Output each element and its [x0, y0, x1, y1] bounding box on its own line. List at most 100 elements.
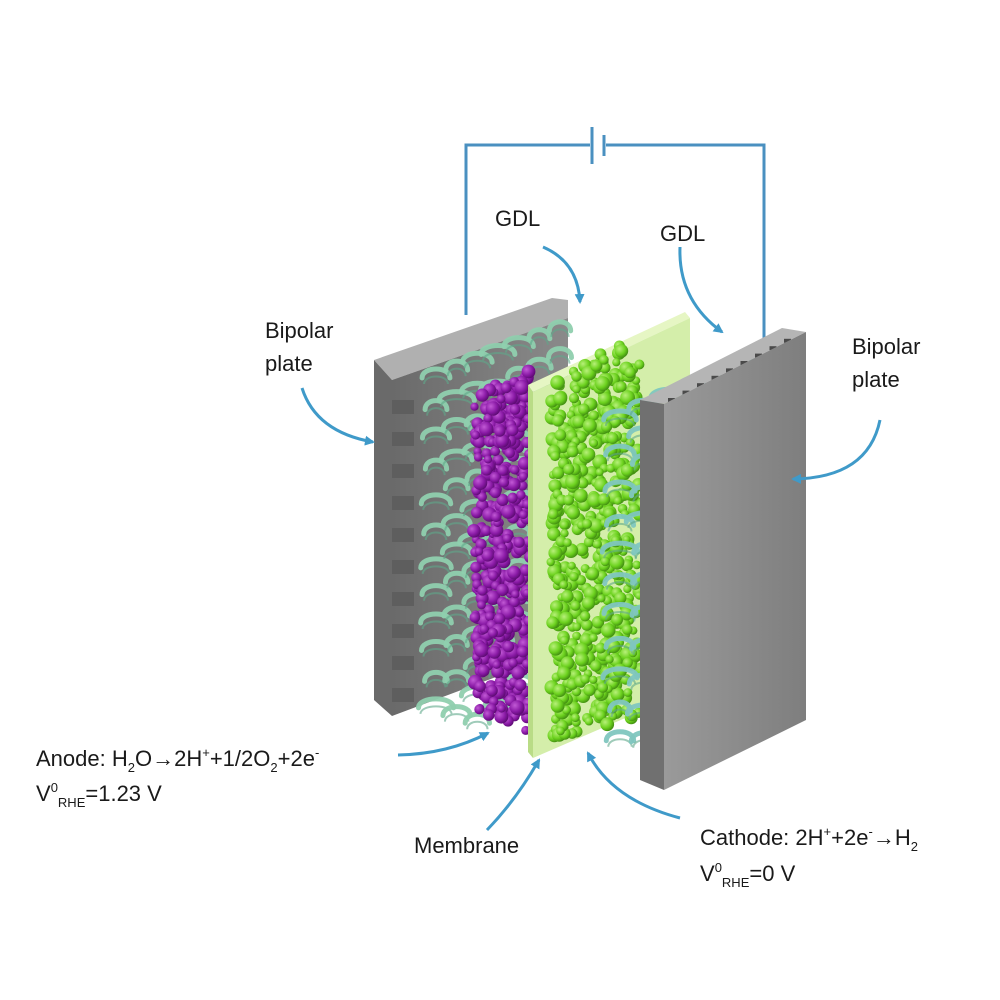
gdl-fiber-shadow	[444, 425, 470, 435]
catalyst-particle	[606, 432, 619, 445]
gdl-fiber-shadow	[447, 643, 467, 652]
catalyst-particle	[507, 492, 518, 504]
gdl-fiber	[441, 604, 472, 619]
catalyst-particle	[561, 590, 574, 603]
catalyst-particle	[550, 600, 564, 614]
gdl-fiber	[418, 556, 454, 571]
plate-channel	[392, 592, 414, 606]
gdl-fiber-shadow	[422, 501, 450, 511]
anode-equation: Anode: H2O→2H++1/2O2+2e-	[36, 745, 320, 775]
gdl-fiber-shadow	[446, 579, 467, 589]
catalyst-particle	[494, 425, 506, 437]
catalyst-particle	[622, 657, 633, 668]
catalyst-particle	[595, 376, 610, 392]
catalyst-particle	[559, 580, 569, 590]
catalyst-particle	[475, 388, 489, 402]
catalyst-particle	[560, 529, 569, 538]
catalyst-particle	[518, 472, 528, 481]
gdl-fiber	[440, 513, 473, 528]
catalyst-particle	[507, 565, 521, 580]
gdl-right-label: GDL	[660, 221, 706, 246]
catalyst-particle	[486, 684, 498, 697]
catalyst-particle	[496, 583, 509, 597]
catalyst-particle	[516, 645, 529, 658]
catalyst-particle	[483, 709, 495, 721]
catalyst-particle	[492, 660, 501, 669]
plate-channel-hole	[784, 338, 791, 343]
catalyst-particle	[556, 726, 565, 736]
catalyst-particle	[559, 520, 570, 530]
catalyst-particle	[609, 554, 625, 570]
catalyst-particle	[491, 665, 505, 679]
catalyst-particle	[579, 611, 591, 622]
cathode-equation: Cathode: 2H++2e-→H2	[700, 824, 918, 854]
catalyst-particle	[516, 490, 526, 500]
catalyst-particle	[632, 560, 642, 570]
gdl-fiber	[418, 492, 454, 507]
catalyst-particle	[467, 524, 481, 538]
gdl-fiber	[421, 522, 451, 537]
gdl-fiber-shadow	[550, 328, 570, 338]
catalyst-particle	[615, 381, 627, 393]
gdl-fiber-shadow	[424, 531, 448, 541]
catalyst-particle	[569, 572, 579, 582]
catalyst-particle	[551, 466, 565, 480]
catalyst-particle	[495, 434, 510, 448]
cathode-prefix: Cathode:	[700, 825, 790, 850]
catalyst-particle	[548, 479, 562, 493]
arrow-bipolar-left	[300, 387, 375, 446]
catalyst-particle	[493, 612, 506, 625]
catalyst-particle	[471, 506, 483, 519]
arrow-gdl-left	[542, 245, 585, 304]
gdl-fiber	[419, 366, 453, 381]
catalyst-particle	[611, 613, 623, 626]
catalyst-particle	[559, 611, 574, 626]
bipolar-plate-right-label: Bipolar plate	[852, 330, 920, 396]
plate-channel	[392, 464, 414, 478]
gdl-fiber-shadow	[423, 375, 449, 385]
catalyst-particle	[519, 510, 528, 520]
plate-channel	[392, 400, 414, 414]
catalyst-particle	[600, 717, 615, 732]
catalyst-particle	[487, 627, 498, 638]
gdl-fiber-shadow	[444, 613, 469, 623]
catalyst-particle	[514, 679, 527, 691]
catalyst-particle	[517, 456, 531, 470]
catalyst-particle	[470, 561, 482, 573]
plate-channel-hole	[726, 368, 733, 373]
catalyst-particle	[481, 464, 493, 476]
gdl-fiber-shadow	[604, 417, 636, 427]
arrow-cathode	[586, 751, 681, 820]
bipolar-plate-left-label: Bipolar plate	[265, 314, 333, 380]
catalyst-particle	[583, 684, 596, 697]
plate-channel-hole	[682, 390, 690, 395]
arrow-bipolar-right	[791, 419, 882, 484]
gdl-fiber	[439, 541, 474, 556]
plate-channel-hole	[711, 375, 719, 380]
catalyst-particle	[553, 391, 568, 406]
catalyst-particle	[490, 511, 502, 523]
membrane-label: Membrane	[414, 833, 520, 858]
gdl-fiber	[443, 358, 471, 373]
catalyst-particle	[485, 590, 501, 605]
catalyst-particle	[590, 359, 603, 372]
catalyst-particle	[483, 455, 493, 464]
catalyst-particle	[489, 523, 504, 537]
catalyst-particle	[473, 452, 483, 462]
catalyst-particle	[514, 379, 530, 395]
catalyst-particle	[510, 465, 520, 475]
catalyst-particle	[553, 683, 567, 698]
catalyst-particle	[496, 493, 509, 506]
plate-channel	[392, 560, 414, 574]
catalyst-particle	[581, 619, 593, 631]
catalyst-particle	[550, 375, 565, 390]
gdl-fiber-shadow	[445, 678, 468, 687]
catalyst-particle	[590, 660, 602, 672]
gdl-fiber-shadow	[504, 344, 533, 353]
catalyst-particle	[566, 445, 579, 458]
catalyst-particle	[509, 596, 520, 608]
catalyst-particle	[610, 687, 625, 702]
gdl-fiber-shadow	[419, 705, 453, 715]
